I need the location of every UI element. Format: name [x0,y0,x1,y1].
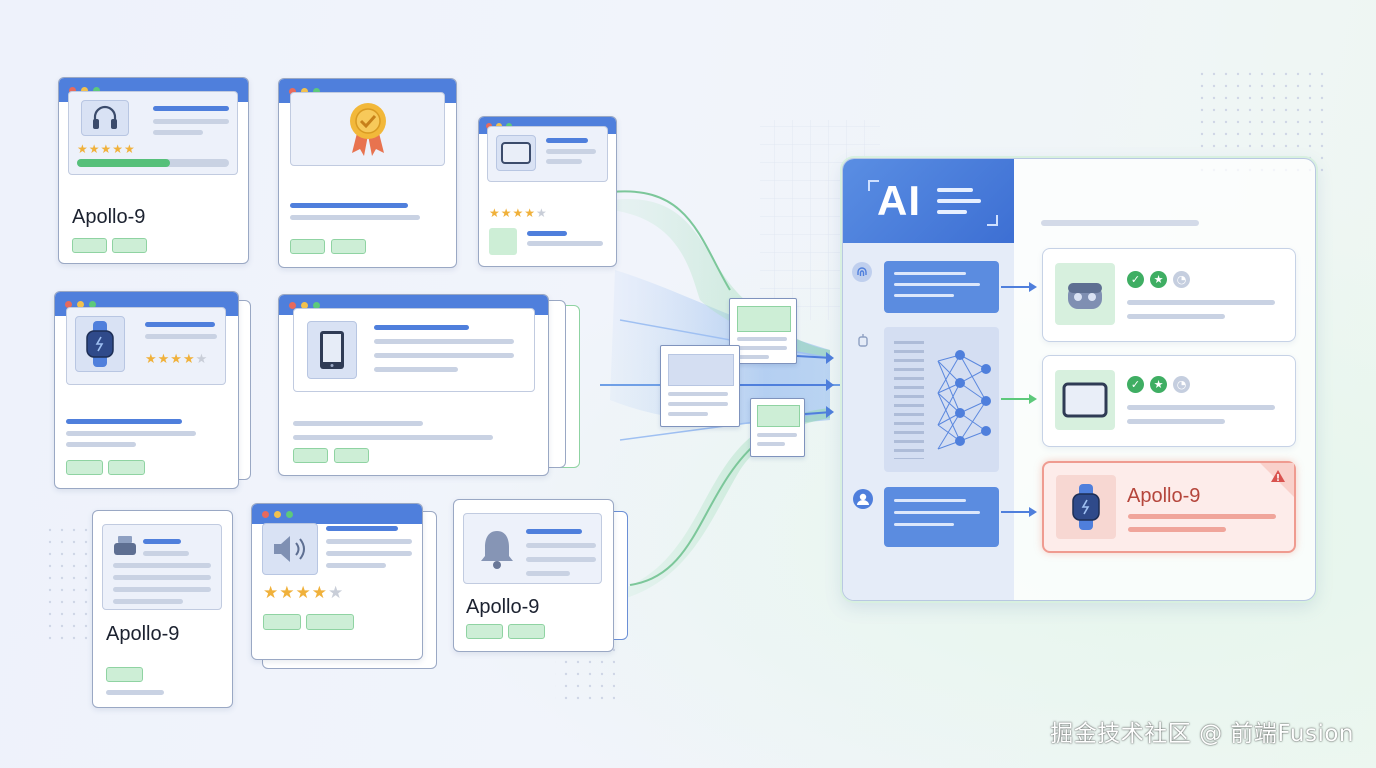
tag-chip [306,614,354,630]
input-block [884,487,999,547]
tag-chip [106,667,143,682]
product-name: Apollo-9 [72,206,145,229]
check-icon: ✓ [1127,271,1144,288]
pending-icon: ◔ [1173,271,1190,288]
thumbnail [489,228,517,255]
rating-stars: ★★★★★ [263,586,344,600]
tablet-icon [1055,370,1115,430]
verified-icon: ★ [1150,271,1167,288]
watermark-text: 掘金技术社区 @ 前端Fusion [1050,714,1354,748]
ai-logo-header: AI [843,159,1014,243]
tag-chip [290,239,325,254]
tag-chip [112,238,147,253]
tag-chip [466,624,503,639]
flagged-product-name: Apollo-9 [1127,485,1200,508]
award-ribbon-icon [344,99,392,159]
product-panel [290,92,445,166]
product-panel [487,126,608,182]
product-window-tablet[interactable]: ★★★★★ [478,116,617,267]
tag-chip [263,614,301,630]
product-window-bell[interactable]: Apollo-9 [453,499,614,652]
input-block [884,261,999,313]
robot-icon [857,334,869,348]
tag-chip [334,448,369,463]
verified-icon: ★ [1150,376,1167,393]
smartwatch-icon [75,316,125,372]
product-name: Apollo-9 [466,596,539,619]
result-card-tablet[interactable]: ✓ ★ ◔ [1042,355,1296,447]
tag-chip [66,460,103,475]
product-window-ereader[interactable] [278,294,549,476]
product-window-printer[interactable]: Apollo-9 [92,510,233,708]
warning-icon [1270,469,1286,483]
user-icon [853,489,873,509]
product-window-award[interactable] [278,78,457,268]
product-name: Apollo-9 [106,623,179,646]
rating-stars: ★★★★★ [145,353,208,367]
rating-progress-fill [77,159,170,167]
flow-document [750,398,805,457]
product-panel [463,513,602,584]
tag-chip [508,624,545,639]
product-panel [102,524,222,610]
tag-chip [72,238,107,253]
neural-network-block [884,327,999,472]
earbuds-case-icon [1055,263,1115,325]
product-window-headphones[interactable]: ★★★★★ Apollo-9 [58,77,249,264]
tag-chip [108,460,145,475]
neural-network-icon [930,341,996,459]
window-titlebar [252,504,422,524]
result-card-flagged[interactable]: Apollo-9 [1042,461,1296,553]
tag-chip [331,239,366,254]
result-arrows [999,159,1043,601]
fingerprint-icon [852,262,872,282]
e-reader-icon [307,321,357,379]
rating-stars: ★★★★★ [489,206,548,220]
ai-logo-text: AI [877,177,921,225]
printer-icon [113,535,137,557]
speaker-icon [262,523,318,575]
check-icon: ✓ [1127,376,1144,393]
product-panel: ★★★★★ [66,307,226,385]
product-window-speaker[interactable]: ★★★★★ [251,503,423,660]
product-panel [293,308,535,392]
rating-stars: ★★★★★ [77,142,136,156]
tag-chip [293,448,328,463]
smartwatch-icon [1056,475,1116,539]
tablet-icon [496,135,536,171]
headphones-icon [81,100,129,136]
bell-icon [477,528,517,570]
result-card-earbuds[interactable]: ✓ ★ ◔ [1042,248,1296,342]
product-window-smartwatch[interactable]: ★★★★★ [54,291,239,489]
flow-document [660,345,740,427]
product-panel: ★★★★★ [68,91,238,175]
ai-panel: AI [842,158,1316,601]
pending-icon: ◔ [1173,376,1190,393]
